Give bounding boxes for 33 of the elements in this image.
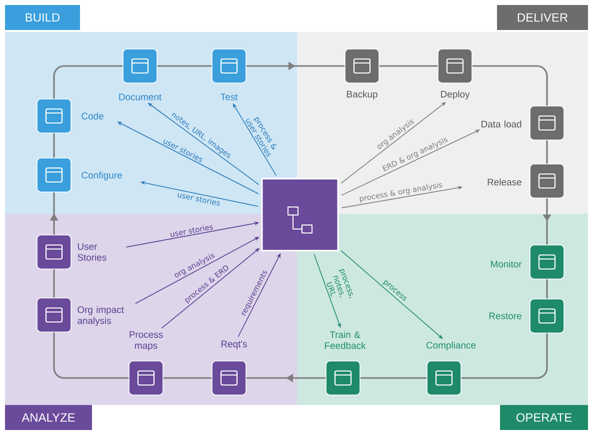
database-cylinder — [261, 178, 339, 252]
flow-line — [360, 377, 427, 379]
step-label: Release — [488, 178, 522, 186]
flow-line — [53, 133, 55, 158]
node-label: ANALYZE — [22, 413, 75, 422]
step-label: Compliance — [426, 342, 476, 350]
flow-line — [157, 65, 212, 67]
step-label: Deploy — [441, 90, 470, 100]
step-label: Backup — [347, 90, 378, 100]
flow-line — [53, 65, 123, 99]
flow-line — [546, 140, 548, 164]
step-label: Org impact analysis — [78, 306, 124, 326]
flow-line — [379, 65, 438, 67]
step-label: Configure — [82, 172, 122, 180]
flow-line — [163, 377, 212, 379]
flow-line — [546, 279, 548, 299]
step-label: Document — [119, 94, 162, 100]
step-label: Train & Feedback — [325, 331, 366, 349]
node-label: OPERATE — [516, 413, 572, 422]
step-label: Process maps — [130, 331, 163, 351]
step-label: Code — [82, 112, 104, 120]
step-label: Monitor — [491, 260, 522, 268]
flow-line — [53, 269, 55, 298]
step-label: User Stories — [78, 243, 106, 261]
step-label: Test — [220, 94, 238, 100]
node-label: DELIVER — [518, 13, 568, 22]
flow-line — [53, 332, 129, 379]
flow-line — [472, 65, 548, 106]
step-label: Reqt's — [222, 340, 247, 350]
step-label: Data load — [482, 120, 522, 128]
node-label: BUILD — [26, 13, 60, 22]
step-label: Restore — [489, 312, 522, 320]
flow-line — [461, 333, 548, 379]
